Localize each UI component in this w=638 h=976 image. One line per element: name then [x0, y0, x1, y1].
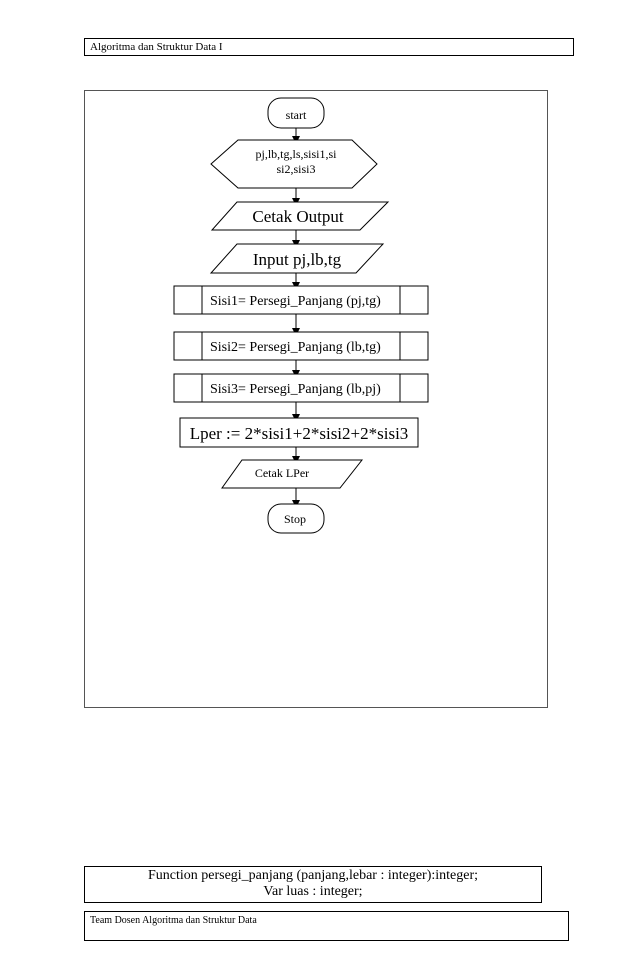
footer-text: Team Dosen Algoritma dan Struktur Data: [90, 915, 257, 926]
page-header: Algoritma dan Struktur Data I: [84, 38, 574, 56]
declaration-hexagon: pj,lb,tg,ls,sisi1,si si2,sisi3: [210, 139, 378, 189]
output-parallelogram: Cetak Output: [210, 201, 390, 231]
start-label: start: [286, 108, 307, 122]
subroutine-3: Sisi3= Persegi_Panjang (lb,pj): [173, 373, 429, 403]
stop-label: Stop: [284, 512, 306, 526]
variable-declaration: Var luas : integer;: [263, 884, 363, 899]
subroutine-2: Sisi2= Persegi_Panjang (lb,tg): [173, 331, 429, 361]
stop-terminator: Stop: [267, 503, 325, 534]
subroutine-1: Sisi1= Persegi_Panjang (pj,tg): [173, 285, 429, 315]
declaration-line-1: pj,lb,tg,ls,sisi1,si: [255, 147, 337, 161]
declaration-line-2: si2,sisi3: [276, 162, 315, 176]
start-terminator: start: [267, 97, 325, 129]
function-signature: Function persegi_panjang (panjang,lebar …: [147, 868, 479, 883]
print-parallelogram: Cetak LPer: [221, 459, 364, 489]
flowchart-frame: [84, 90, 548, 708]
header-title: Algoritma dan Struktur Data I: [90, 41, 223, 53]
page-footer: Team Dosen Algoritma dan Struktur Data: [84, 911, 569, 941]
process-box: Lper := 2*sisi1+2*sisi2+2*sisi3: [179, 417, 419, 448]
input-parallelogram: Input pj,lb,tg: [209, 243, 385, 274]
function-declaration-box: Function persegi_panjang (panjang,lebar …: [84, 866, 542, 903]
output-label: Cetak Output: [252, 207, 343, 226]
subroutine-2-label: Sisi2= Persegi_Panjang (lb,tg): [210, 340, 381, 355]
subroutine-3-label: Sisi3= Persegi_Panjang (lb,pj): [210, 382, 381, 397]
process-label: Lper := 2*sisi1+2*sisi2+2*sisi3: [190, 424, 409, 443]
print-label: Cetak LPer: [255, 466, 309, 480]
input-label: Input pj,lb,tg: [253, 250, 342, 269]
subroutine-1-label: Sisi1= Persegi_Panjang (pj,tg): [210, 294, 381, 309]
